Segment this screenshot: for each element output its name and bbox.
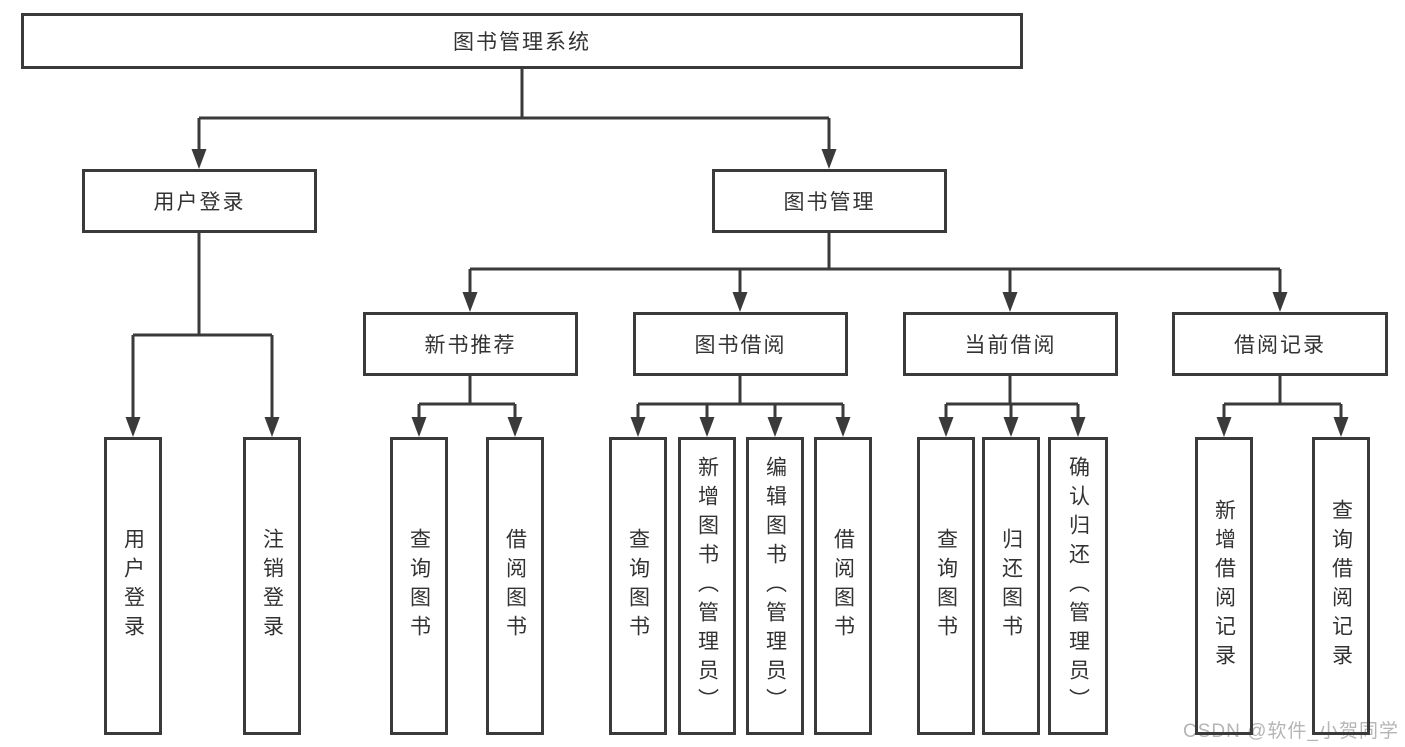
connector-bookmgmt-to-level3: [468, 233, 1282, 294]
leaf-add-books-admin: 新增图书（管理员）: [678, 437, 736, 735]
arrowhead: [821, 149, 837, 169]
arrowhead: [264, 417, 280, 437]
leaf-label: 注销登录: [260, 528, 284, 644]
node-new-book-recommendation: 新书推荐: [363, 312, 578, 376]
node-borrowing-records: 借阅记录: [1172, 312, 1388, 376]
leaf-label: 编辑图书（管理员）: [763, 455, 787, 717]
leaf-label: 新增图书（管理员）: [695, 455, 719, 717]
leaf-query-books-newrec: 查询图书: [390, 437, 448, 735]
arrowhead: [1333, 417, 1349, 437]
leaf-edit-books-admin: 编辑图书（管理员）: [746, 437, 804, 735]
arrowhead: [767, 417, 783, 437]
arrowhead: [699, 417, 715, 437]
leaf-return-books: 归还图书: [982, 437, 1040, 735]
leaf-borrow-books-newrec: 借阅图书: [486, 437, 544, 735]
leaf-user-login: 用户登录: [104, 437, 162, 735]
arrowhead: [1070, 417, 1086, 437]
leaf-label: 新增借阅记录: [1212, 499, 1236, 673]
leaf-label: 查询借阅记录: [1329, 499, 1353, 673]
leaf-label: 查询图书: [407, 528, 431, 644]
node-library-management-system: 图书管理系统: [21, 13, 1023, 69]
leaf-borrow-books-borrowing: 借阅图书: [814, 437, 872, 735]
connector-newbookrec-to-leaves: [417, 376, 517, 419]
arrowheads: [125, 149, 1349, 437]
arrowhead: [1002, 292, 1018, 312]
connector-userlogin-to-leaves: [131, 233, 274, 419]
leaf-add-borrow-record: 新增借阅记录: [1195, 437, 1253, 735]
arrowhead: [125, 417, 141, 437]
arrowhead: [630, 417, 646, 437]
leaf-label: 借阅图书: [503, 528, 527, 644]
leaf-label: 确认归还（管理员）: [1066, 455, 1090, 717]
connector-bookborrow-to-leaves: [636, 376, 845, 419]
arrowhead: [411, 417, 427, 437]
arrowhead: [938, 417, 954, 437]
arrowhead: [835, 417, 851, 437]
arrowhead: [1216, 417, 1232, 437]
leaf-label: 查询图书: [626, 528, 650, 644]
leaf-label: 查询图书: [934, 528, 958, 644]
arrowhead: [1272, 292, 1288, 312]
leaf-logout: 注销登录: [243, 437, 301, 735]
node-book-management: 图书管理: [712, 169, 947, 233]
node-current-borrowing: 当前借阅: [903, 312, 1118, 376]
csdn-watermark: CSDN @软件_小贺同学: [1183, 721, 1399, 742]
leaf-query-borrow-record: 查询借阅记录: [1312, 437, 1370, 735]
arrowhead: [462, 292, 478, 312]
connector-paths: [131, 69, 1343, 419]
node-user-login: 用户登录: [82, 169, 317, 233]
leaf-label: 借阅图书: [831, 528, 855, 644]
connector-currentborrow-to-leaves: [944, 376, 1080, 419]
connector-borrowrecords-to-leaves: [1222, 376, 1343, 419]
leaf-query-books-borrowing: 查询图书: [609, 437, 667, 735]
leaf-label: 归还图书: [999, 528, 1023, 644]
node-book-borrowing: 图书借阅: [633, 312, 848, 376]
arrowhead: [191, 149, 207, 169]
arrowhead: [732, 292, 748, 312]
connector-root-to-level2: [197, 69, 831, 151]
arrowhead: [507, 417, 523, 437]
leaf-label: 用户登录: [121, 528, 145, 644]
leaf-query-books-current: 查询图书: [917, 437, 975, 735]
leaf-confirm-return-admin: 确认归还（管理员）: [1048, 437, 1108, 735]
arrowhead: [1003, 417, 1019, 437]
